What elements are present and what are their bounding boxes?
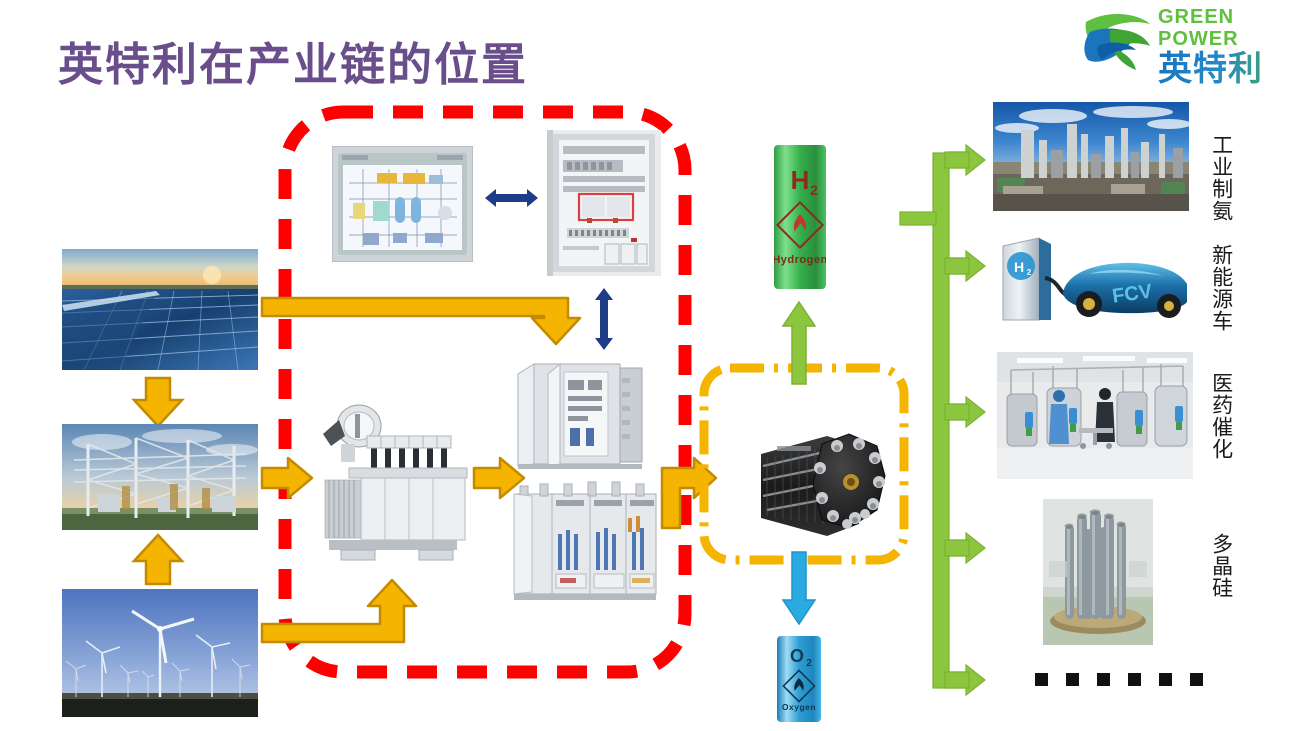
leaf-swirl-logo-mark [1084,13,1150,70]
ellipsis-dot [1066,673,1079,686]
svg-text:2: 2 [1027,268,1032,277]
more-applications-ellipsis [1035,673,1203,686]
label-pharma-catalysis: 医药催化 [1209,372,1234,460]
svg-text:H: H [791,165,810,195]
ellipsis-dot [1128,673,1141,686]
ellipsis-dot [1159,673,1172,686]
page-title: 英特利在产业链的位置 [58,39,529,90]
photo-rectifier-power-cabinets [508,478,662,606]
photo-transformer [311,400,485,570]
photo-polysilicon-rods [1043,499,1153,645]
ellipsis-dot [1097,673,1110,686]
logo-chinese-text: 英特利 [1158,50,1292,88]
svg-text:H: H [1014,259,1024,275]
photo-hydrogen-refueling-fcv: H 2 FCV [993,232,1189,324]
photo-chemical-plant [993,102,1189,211]
label-polysilicon: 多晶硅 [1209,533,1234,599]
svg-text:Oxygen: Oxygen [782,702,816,712]
svg-text:2: 2 [806,658,812,669]
company-logo: GREEN POWER 英特利 [1080,2,1292,88]
photo-power-substation-grid [62,424,258,530]
photo-solar-pv-farm [62,249,258,370]
svg-text:O: O [790,646,804,666]
photo-pharmaceutical-lab [997,352,1193,479]
svg-text:2: 2 [810,182,818,198]
label-new-energy-vehicle: 新能源车 [1209,244,1234,332]
photo-wind-turbine-farm [62,589,258,717]
logo-wordmark: GREEN POWER 英特利 [1158,6,1292,88]
photo-plc-control-cabinet [547,130,661,276]
ellipsis-dot [1190,673,1203,686]
ellipsis-dot [1035,673,1048,686]
oxygen-gas-cylinder: O 2 Oxygen [777,636,821,722]
photo-switchgear-cabinet [508,358,648,473]
svg-text:Hydrogen: Hydrogen [774,254,826,266]
hydrogen-gas-cylinder: H 2 Hydrogen [774,145,826,289]
photo-octagonal-electrolyzer-stack [727,424,892,546]
logo-english-text: GREEN POWER [1158,6,1239,50]
label-industrial-ammonia: 工业制氨 [1209,134,1234,222]
photo-hmi-control-panel [332,146,473,262]
